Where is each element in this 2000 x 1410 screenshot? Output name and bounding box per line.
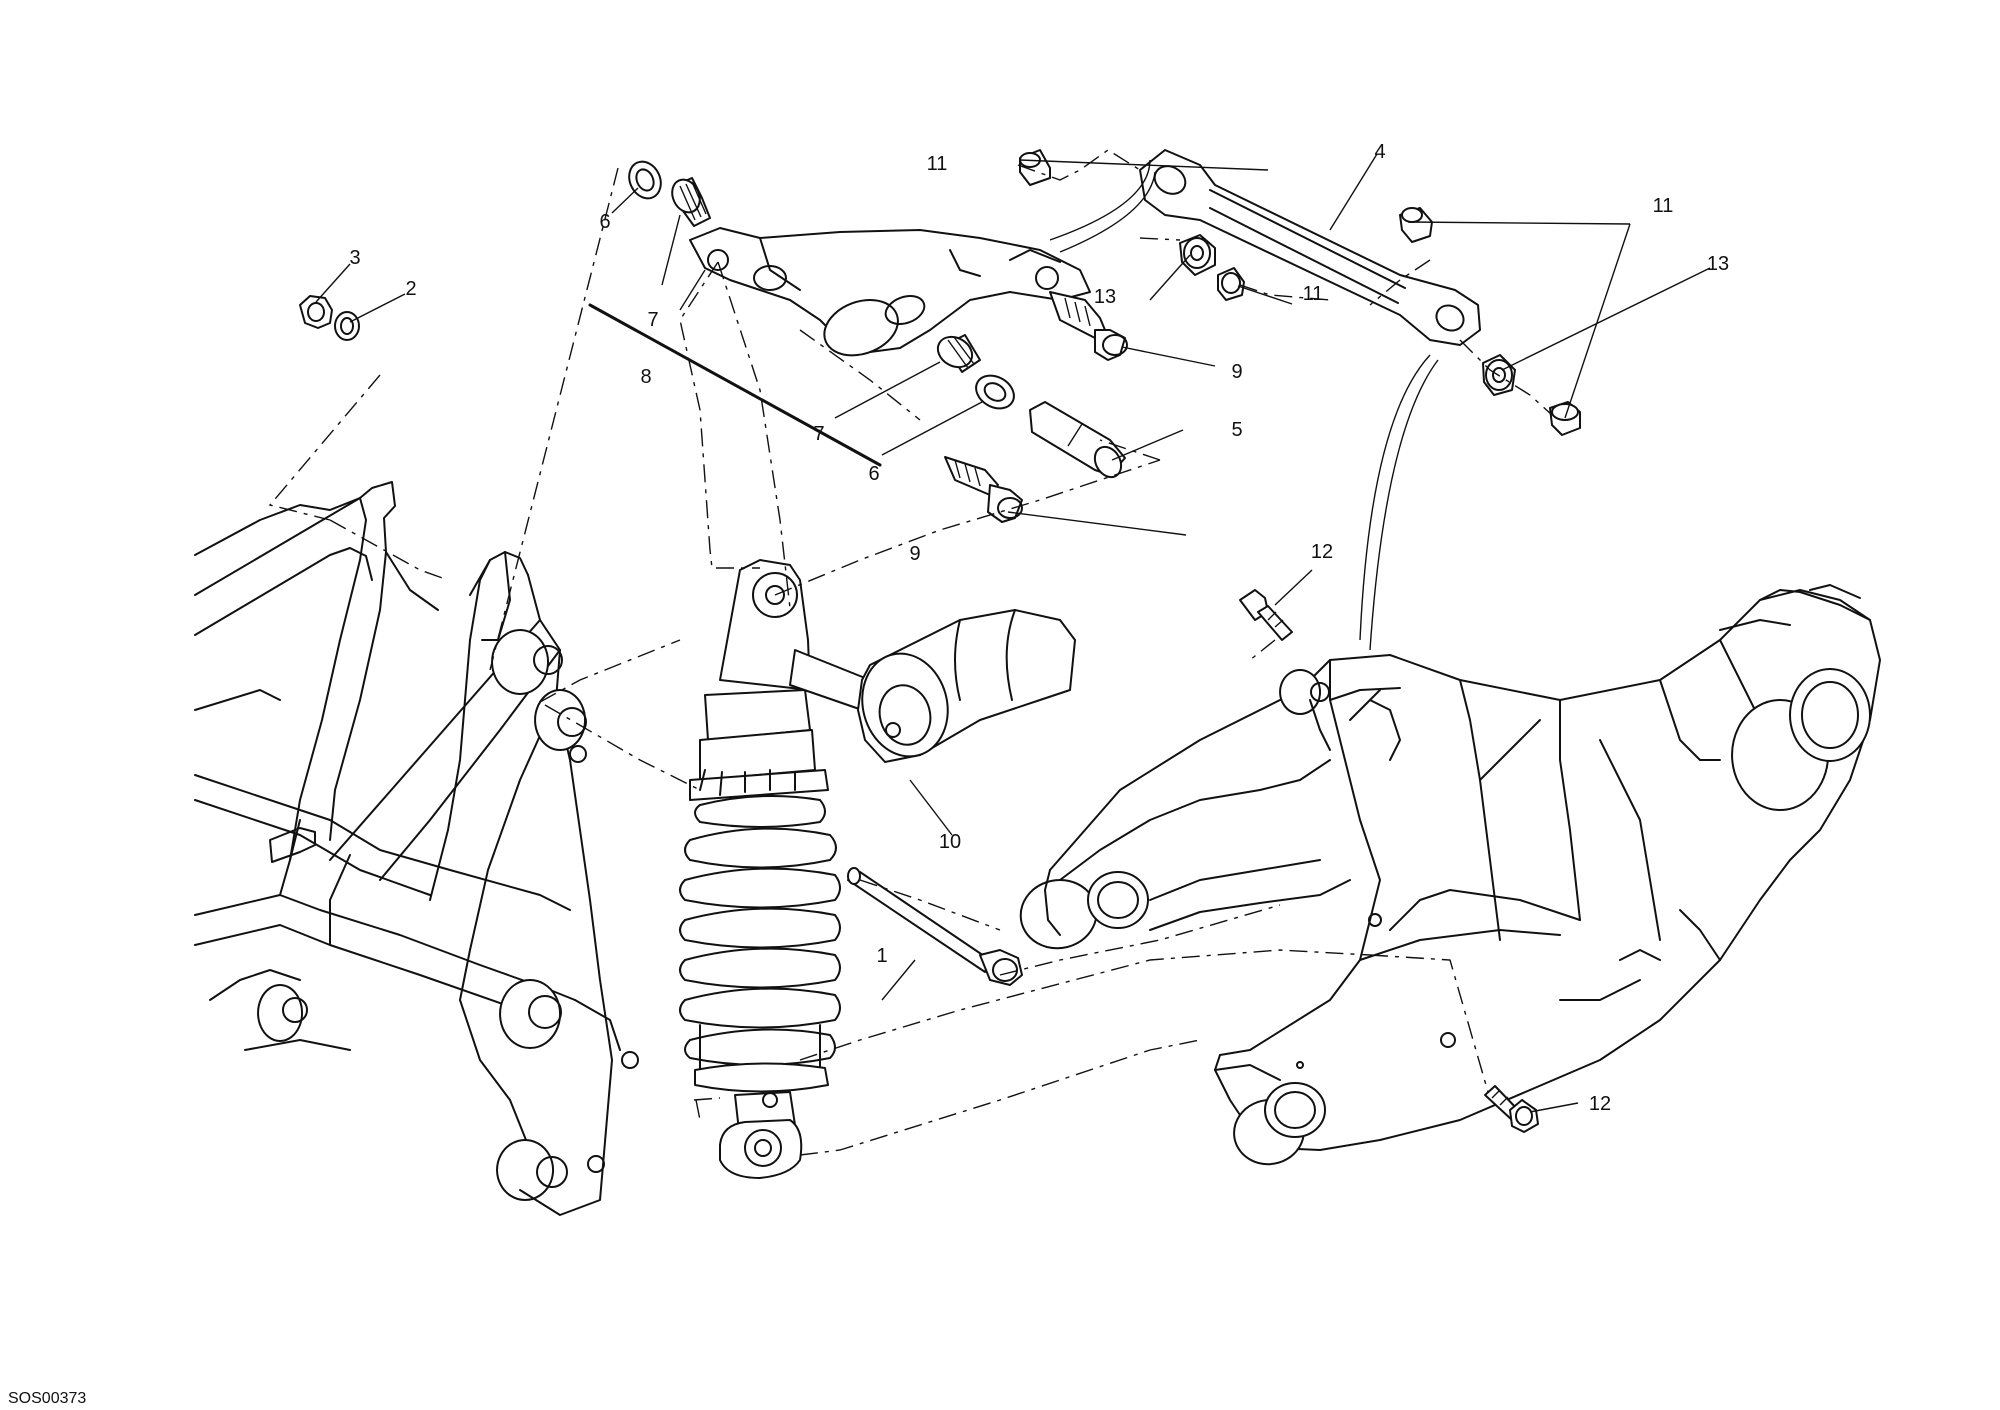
assembly-8-bracket bbox=[588, 303, 882, 467]
callout-6-bottom: 6 bbox=[868, 463, 879, 485]
rocker-arm bbox=[689, 227, 1091, 357]
bushings bbox=[1019, 149, 1581, 436]
assembly-lines bbox=[268, 149, 1553, 1156]
callout-5: 5 bbox=[1231, 419, 1242, 441]
frame bbox=[194, 481, 639, 1216]
nut-and-washer bbox=[299, 295, 360, 341]
pull-rod bbox=[1139, 149, 1481, 346]
callout-1: 1 bbox=[876, 945, 887, 967]
callout-13-right: 13 bbox=[1707, 253, 1729, 275]
swingarm-bolts bbox=[1239, 589, 1539, 1133]
swingarm bbox=[1019, 584, 1881, 1166]
callout-labels: 3 2 6 7 8 7 6 9 9 5 10 1 4 11 13 11 11 1… bbox=[349, 141, 1729, 1115]
callout-12-bottom: 12 bbox=[1589, 1093, 1611, 1115]
callout-11-left: 11 bbox=[927, 153, 948, 175]
callout-7-top: 7 bbox=[647, 309, 658, 331]
shock-absorber bbox=[679, 559, 841, 1179]
shock-bolt bbox=[847, 867, 1023, 986]
diagram-code: SOS00373 bbox=[8, 1390, 86, 1407]
callout-2: 2 bbox=[405, 278, 416, 300]
callout-8: 8 bbox=[640, 366, 651, 388]
callout-11-right: 11 bbox=[1653, 195, 1674, 217]
callout-11-middle: 11 bbox=[1303, 283, 1324, 305]
callout-10: 10 bbox=[939, 831, 961, 853]
callout-7-bottom: 7 bbox=[813, 423, 824, 445]
shock-reservoir bbox=[789, 609, 1076, 763]
rocker-bolts bbox=[944, 291, 1128, 523]
callout-9-top: 9 bbox=[1231, 361, 1242, 383]
rocker-bearings bbox=[628, 160, 1015, 410]
guide-curves bbox=[1049, 159, 1439, 651]
callout-6-top: 6 bbox=[599, 211, 610, 233]
callout-leaders bbox=[315, 153, 1711, 1113]
callout-13-left: 13 bbox=[1094, 286, 1116, 308]
callout-4: 4 bbox=[1374, 141, 1385, 163]
callout-3: 3 bbox=[349, 247, 360, 269]
callout-9-bottom: 9 bbox=[909, 543, 920, 565]
callout-12-top: 12 bbox=[1311, 541, 1333, 563]
